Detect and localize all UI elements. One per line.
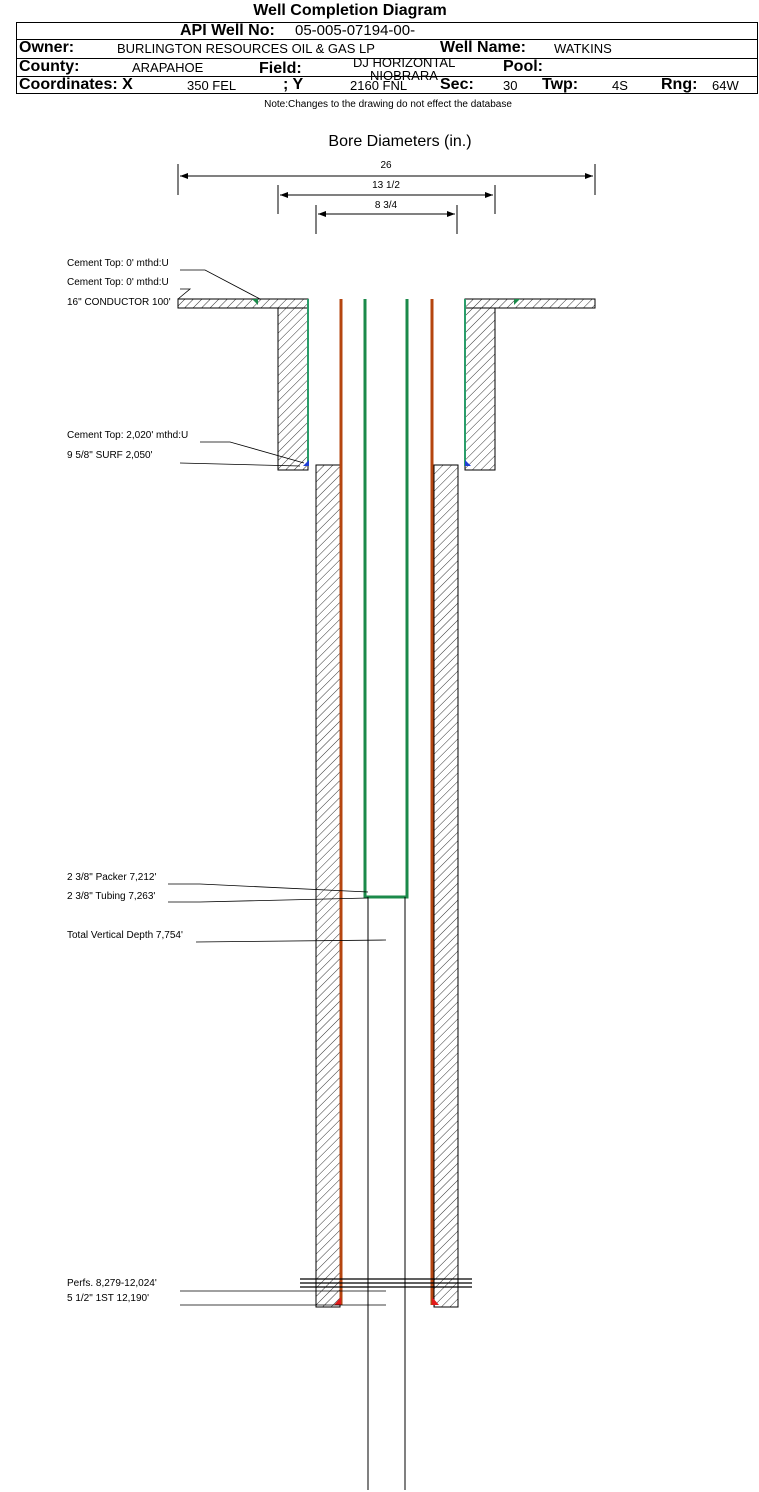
production-casing-label: 5 1/2" 1ST 12,190' [67,1293,150,1304]
well-name-value: WATKINS [554,41,612,56]
production-casing-cement [315,464,459,1308]
y-coordinate-value: 2160 FNL [350,78,408,93]
well-name-label: Well Name: [440,39,526,56]
production-casing [339,299,434,1305]
tubing-string [363,299,409,899]
owner-value: BURLINGTON RESOURCES OIL & GAS LP [117,41,375,56]
bore-diameter-label-1: 26 [380,160,392,171]
field-value-line-2: NIOBRARA [370,68,438,83]
annotation-leaders [168,269,387,1306]
casing-shoes [252,299,520,1305]
database-note: Note:Changes to the drawing do not effec… [264,99,512,110]
county-label: County: [19,58,80,75]
perforations [300,1278,472,1288]
packer-label: 2 3/8" Packer 7,212' [67,872,157,883]
field-value-line-1: DJ HORIZONTAL [353,55,456,70]
bore-diameter-label-2: 13 1/2 [372,180,400,191]
field-label: Field: [259,60,302,77]
range-label: Rng: [661,76,698,93]
surface-casing [307,299,466,466]
bore-diameter-label-3: 8 3/4 [374,200,398,211]
owner-label: Owner: [19,39,75,56]
conductor-label: 16" CONDUCTOR 100' [67,297,171,308]
x-coordinate-value: 350 FEL [187,78,237,93]
perforations-label: Perfs. 8,279-12,024' [67,1278,157,1289]
surface-casing-cement [277,307,496,471]
township-label: Twp: [542,76,579,93]
bore-dimension-lines [177,164,596,234]
section-value: 30 [503,78,518,93]
total-vertical-depth-label: Total Vertical Depth 7,754' [67,930,183,941]
header-rule [16,76,758,77]
coordinates-label: Coordinates: X [19,76,133,93]
header-rule [16,58,758,59]
api-label: API Well No: [180,22,275,39]
y-coordinate-label: ; Y [283,76,304,93]
pool-label: Pool: [503,58,543,75]
range-value: 64W [712,78,739,93]
conductor-cement [177,298,596,309]
cement-top-label-1: Cement Top: 0' mthd:U [67,258,169,269]
diagram-title: Well Completion Diagram [253,2,447,19]
tubing-label: 2 3/8" Tubing 7,263' [67,891,156,902]
surface-casing-label: 9 5/8" SURF 2,050' [67,450,153,461]
header-rule [16,39,758,40]
cement-top-label-2: Cement Top: 0' mthd:U [67,277,169,288]
open-hole [367,897,406,1490]
section-label: Sec: [440,76,474,93]
bore-diameters-title: Bore Diameters (in.) [328,133,472,150]
api-value: 05-005-07194-00- [295,22,416,39]
township-value: 4S [612,78,628,93]
county-value: ARAPAHOE [132,60,204,75]
cement-top-label-3: Cement Top: 2,020' mthd:U [67,430,189,441]
